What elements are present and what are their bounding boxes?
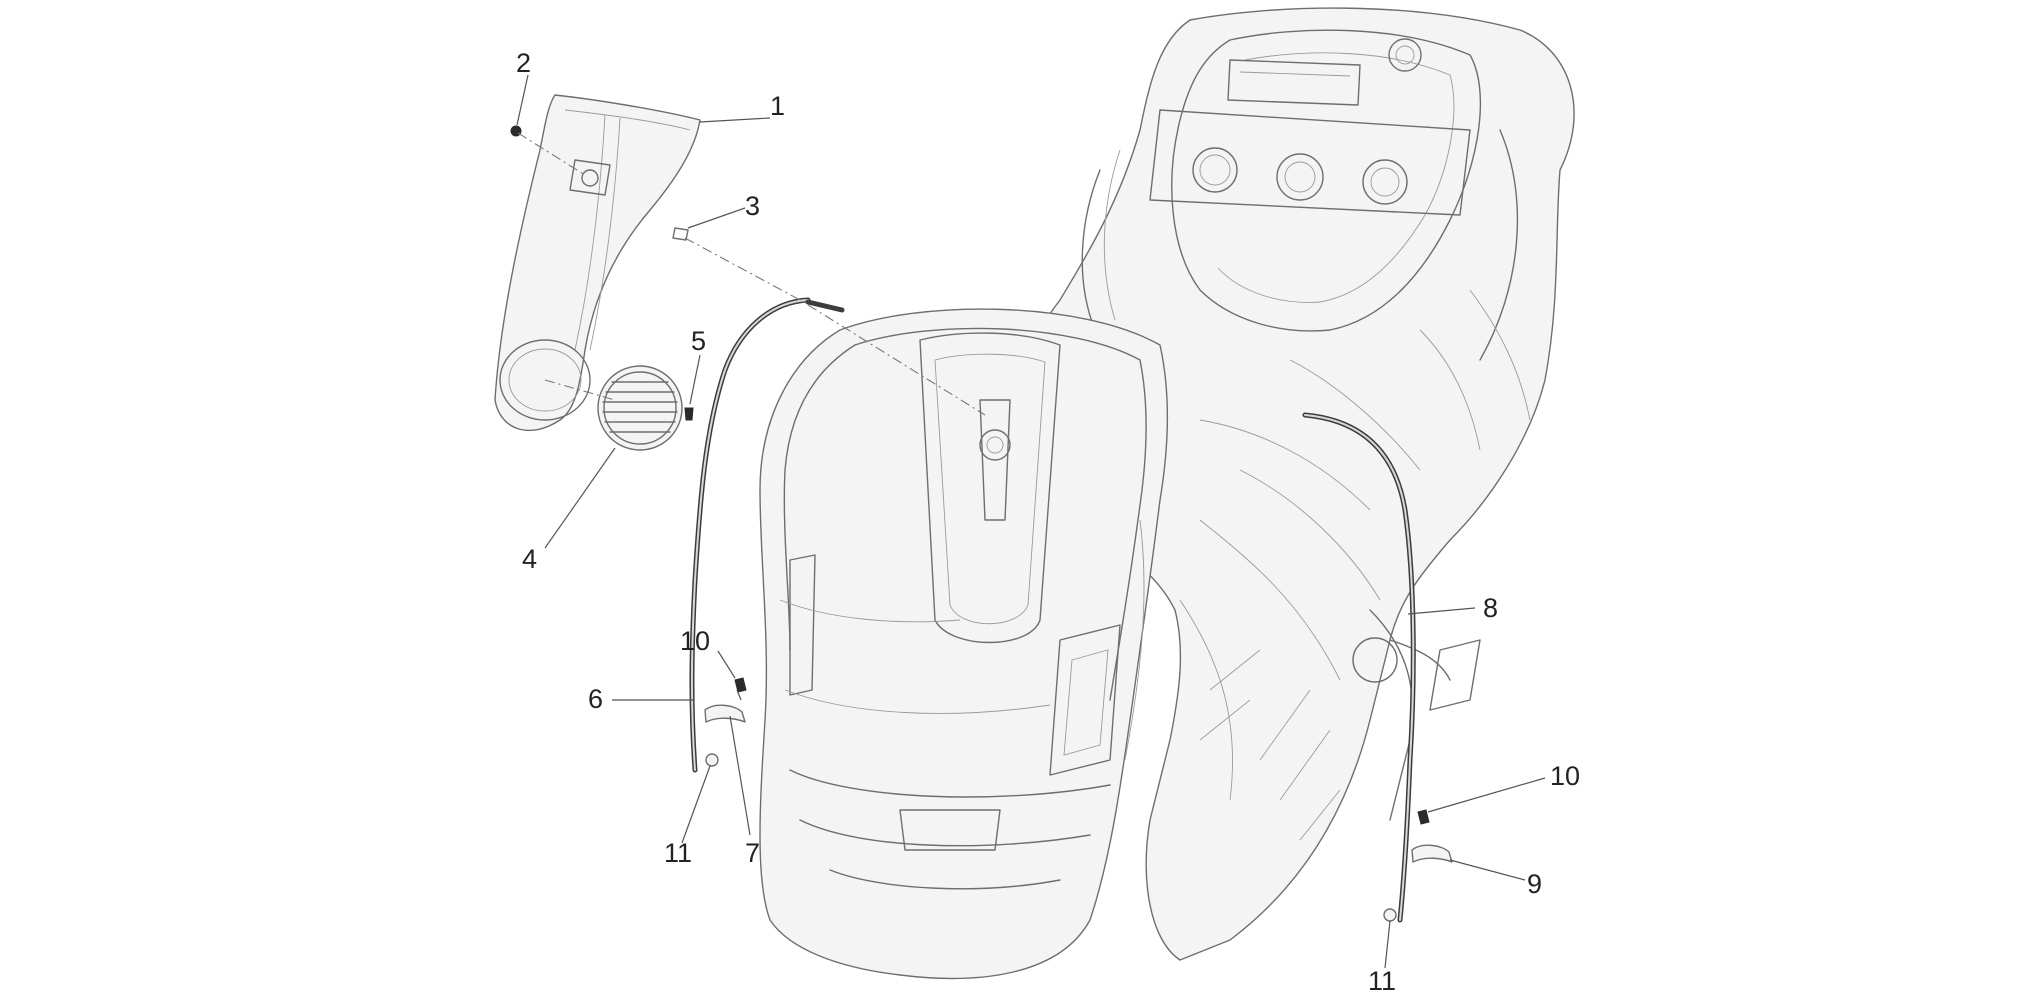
part-6-left-trim-strip	[689, 297, 845, 773]
leader-lines	[516, 74, 1546, 969]
callout-4: 4	[522, 544, 537, 574]
callout-10-right: 10	[1550, 761, 1580, 791]
callout-10-left: 10	[680, 626, 710, 656]
callout-6: 6	[588, 684, 603, 714]
small-hardware	[510, 125, 1453, 922]
part-11-nut-right	[1383, 908, 1397, 922]
alignment-lines	[517, 132, 986, 416]
part-1-horn-cover	[494, 94, 701, 431]
callout-5: 5	[691, 326, 706, 356]
part-5-screw	[684, 407, 694, 421]
front-shield	[759, 308, 1169, 980]
part-8-right-trim-strip	[1302, 412, 1416, 923]
part-4-horn-grille	[597, 365, 683, 451]
callout-3: 3	[745, 191, 760, 221]
callout-7: 7	[745, 838, 760, 868]
callout-1: 1	[770, 91, 785, 121]
rear-body-frame	[1019, 7, 1575, 961]
part-11-nut-left	[705, 753, 719, 767]
callout-8: 8	[1483, 593, 1498, 623]
callout-9: 9	[1527, 869, 1542, 899]
callout-2: 2	[516, 48, 531, 78]
part-10-screw-left	[734, 677, 747, 693]
callout-labels: 1 2 3 4 5 6 7 8 9 10 10 11 11	[516, 48, 1580, 994]
callout-11-right: 11	[1368, 966, 1396, 994]
part-9-clip	[1411, 844, 1453, 863]
callout-11-left: 11	[664, 838, 692, 868]
part-7-clip	[704, 704, 746, 723]
part-3-clip	[672, 227, 689, 241]
part-10-screw-right	[1417, 809, 1430, 825]
